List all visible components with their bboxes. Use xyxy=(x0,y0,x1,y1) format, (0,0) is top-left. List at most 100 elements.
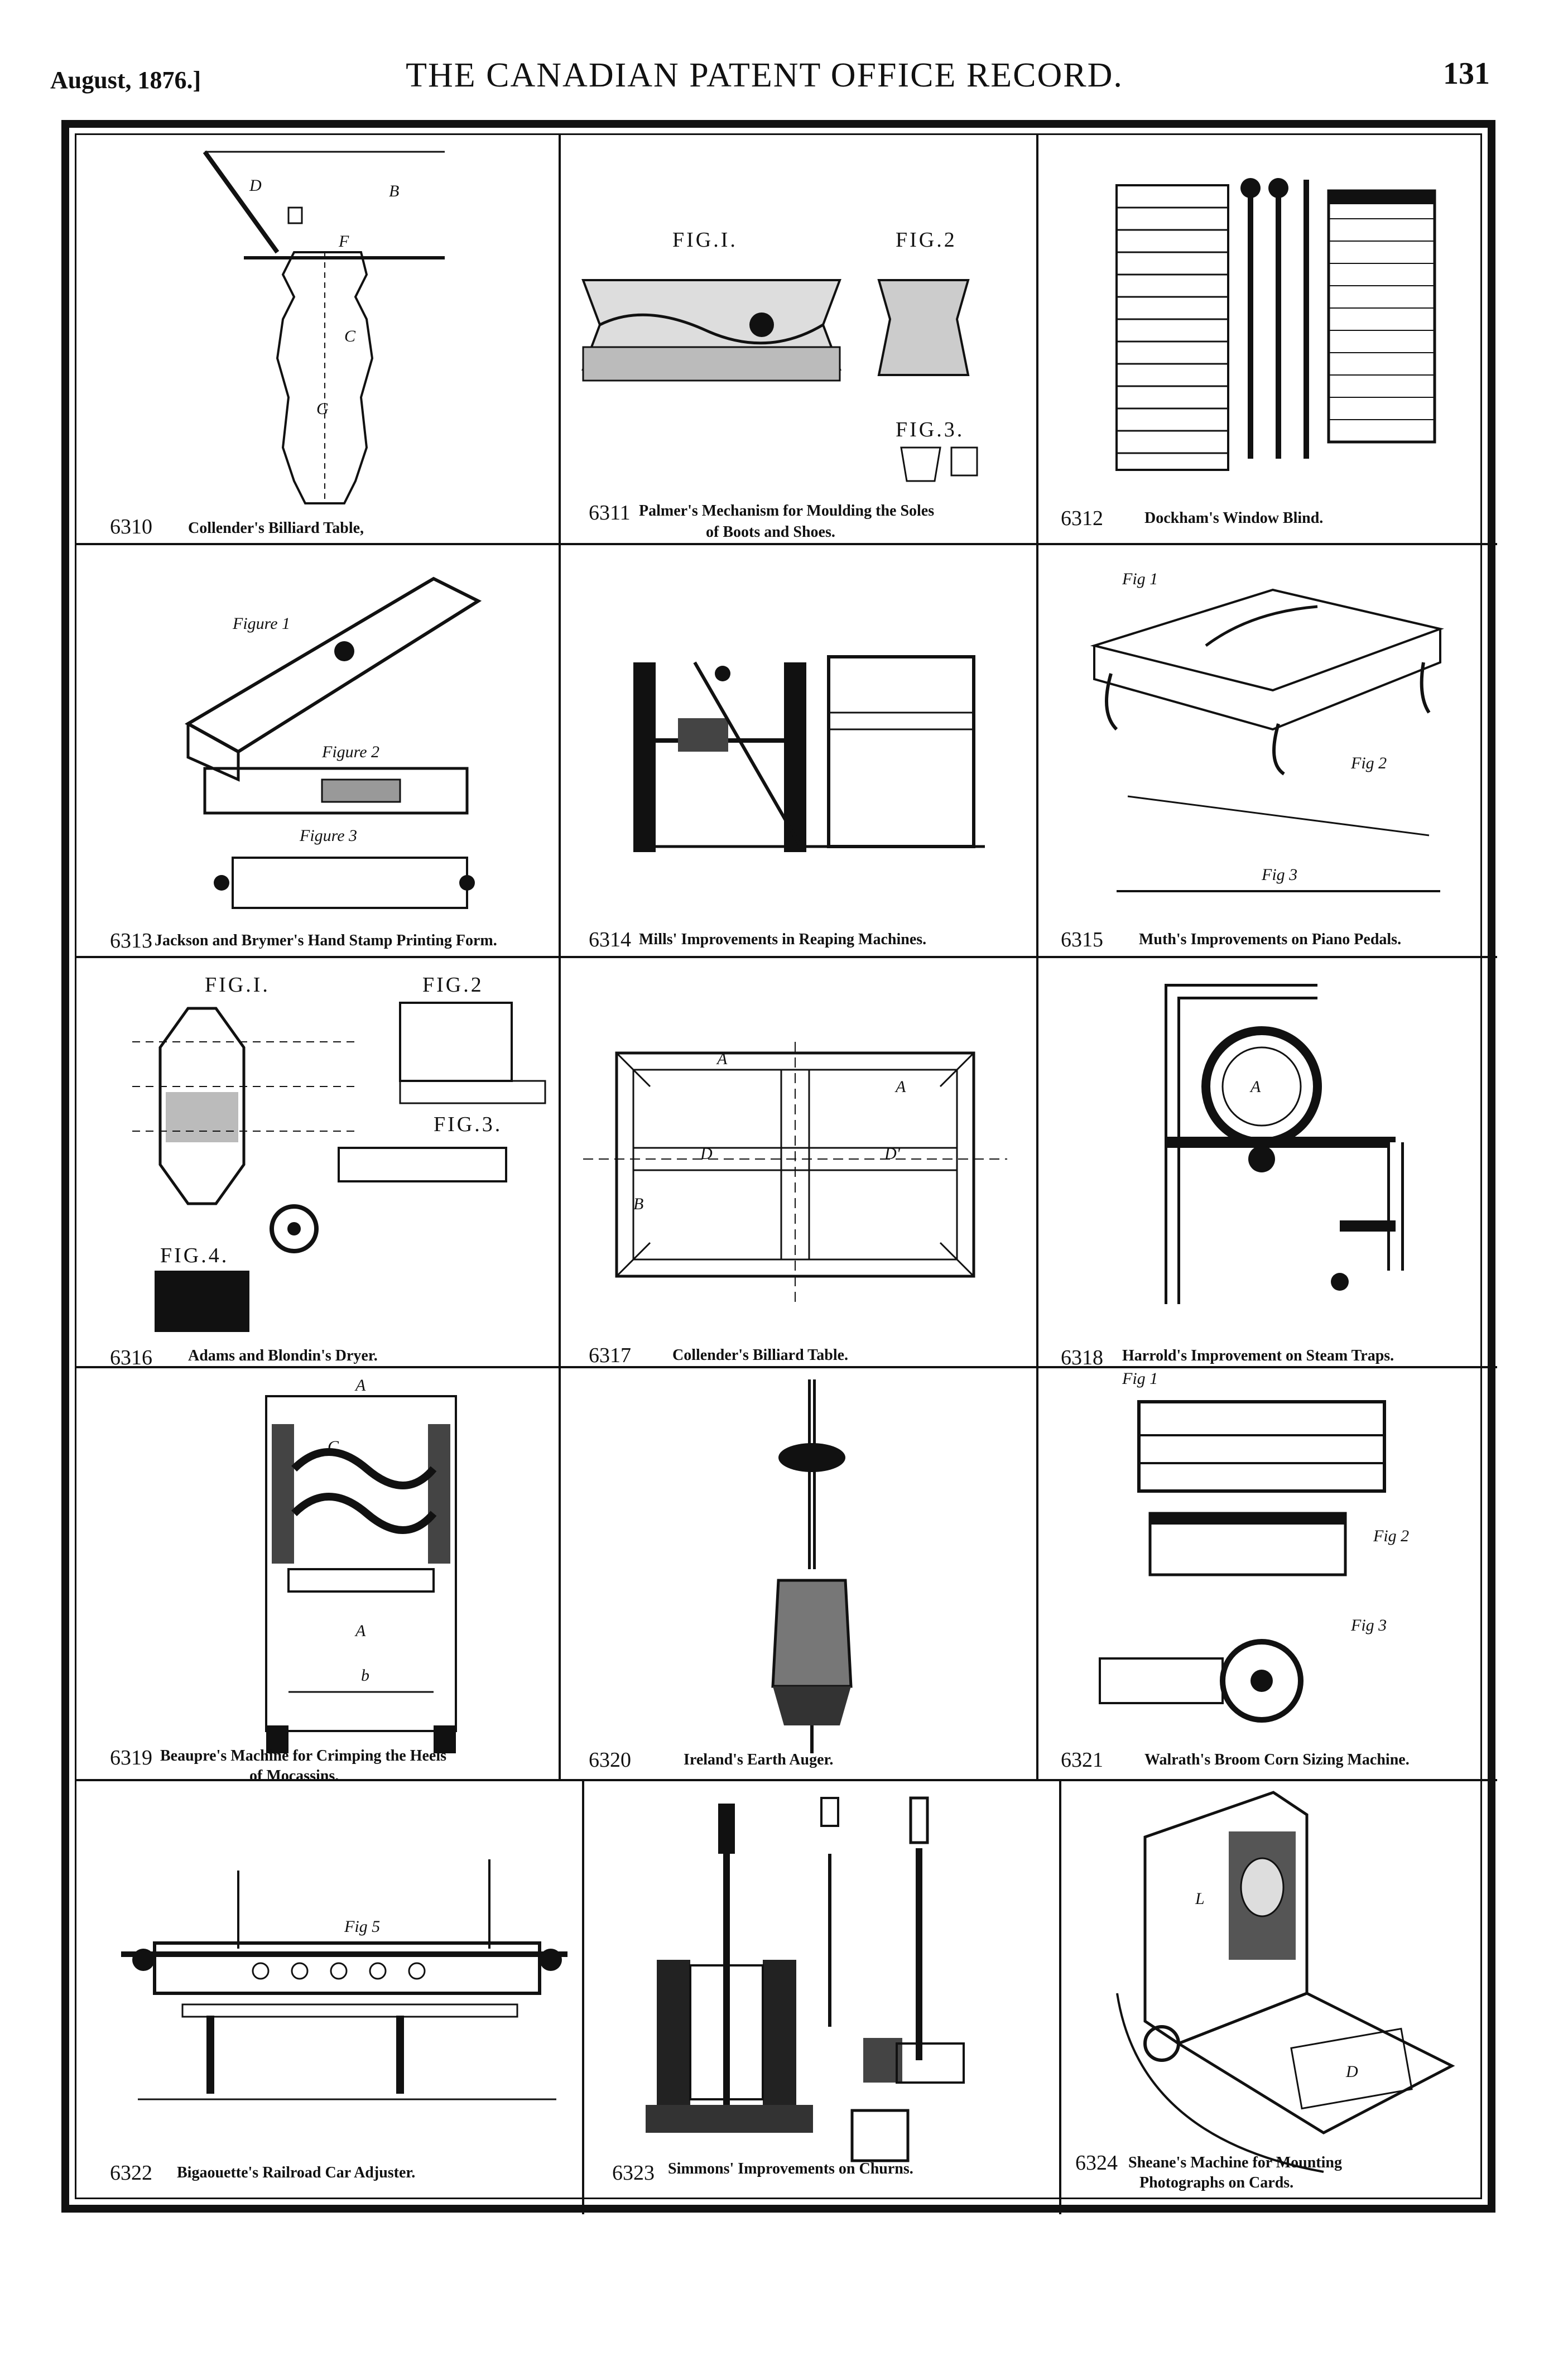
piano-pedal-figure: Fig 1 Fig 2 Fig 3 xyxy=(1090,570,1444,892)
patent-cell-6323: 6323 Simmons' Improvements on Churns. xyxy=(584,1781,1061,2214)
patent-number: 6323 xyxy=(612,2161,655,2185)
fig-label: Fig 3 xyxy=(1350,1616,1387,1634)
patent-cell-6317: A A B D D' 6317 Collender's Billiard Tab… xyxy=(561,958,1038,1368)
patent-cell-6319: A A b C 6319 Beaupre's Machine for Crimp… xyxy=(76,1368,561,1781)
patent-cell-6322: Fig 5 6322 Bigaouette's Railroad Car Adj… xyxy=(76,1781,584,2214)
patent-number: 6315 xyxy=(1061,928,1103,951)
churn-figure xyxy=(646,1796,965,2162)
fig-label: Figure 3 xyxy=(299,826,357,845)
patent-caption: Adams and Blondin's Dryer. xyxy=(188,1347,378,1364)
patent-number: 6317 xyxy=(589,1344,631,1367)
patent-caption: Walrath's Broom Corn Sizing Machine. xyxy=(1144,1751,1410,1768)
fig-label: FIG.2 xyxy=(896,228,957,252)
earth-auger-figure xyxy=(771,1379,853,1753)
svg-text:C: C xyxy=(344,327,356,345)
svg-text:D': D' xyxy=(884,1145,901,1163)
fig-label: Fig 3 xyxy=(1261,866,1297,884)
svg-text:B: B xyxy=(389,182,399,200)
patent-number: 6322 xyxy=(110,2161,152,2185)
patent-cell-6313: Figure 1 Figure 2 Figure 3 6313 Jackson … xyxy=(76,545,561,958)
patent-number: 6312 xyxy=(1061,507,1103,530)
patent-cell-6315: Fig 1 Fig 2 Fig 3 6315 Muth's Improvemen… xyxy=(1038,545,1497,958)
issue-date: August, 1876.] xyxy=(50,66,201,94)
fig-label: Fig 2 xyxy=(1373,1527,1409,1545)
svg-text:A: A xyxy=(354,1622,366,1640)
fig-label: FIG.2 xyxy=(422,973,484,997)
sole-moulding-figure: FIG.I. FIG.2 FIG.3. xyxy=(581,228,978,482)
svg-text:G: G xyxy=(316,400,329,418)
patent-cell-6314: 6314 Mills' Improvements in Reaping Mach… xyxy=(561,545,1038,958)
photograph-mounting-figure: D L xyxy=(1116,1791,1455,2173)
page-number: 131 xyxy=(1443,56,1490,91)
patent-cell-6310: D B F C G 6310 Collender's Billiard Tabl… xyxy=(76,135,561,545)
patent-cell-6312: 6312 Dockham's Window Blind. xyxy=(1038,135,1497,545)
svg-text:D: D xyxy=(249,176,262,195)
patent-cell-6316: FIG.I. FIG.2 FIG.3. FIG.4. 6316 Adams an… xyxy=(76,958,561,1368)
patent-caption: Collender's Billiard Table, xyxy=(188,520,364,537)
billiard-table-frame-figure: A A B D D' xyxy=(583,1042,1007,1304)
publication-title: THE CANADIAN PATENT OFFICE RECORD. xyxy=(406,56,1123,94)
svg-text:D: D xyxy=(1345,2062,1358,2081)
patent-caption: Ireland's Earth Auger. xyxy=(684,1751,834,1768)
patent-caption: Simmons' Improvements on Churns. xyxy=(668,2160,913,2177)
dryer-figure: FIG.I. FIG.2 FIG.3. FIG.4. xyxy=(132,973,546,1332)
svg-text:D: D xyxy=(700,1145,713,1163)
patent-number: 6320 xyxy=(589,1748,631,1772)
fig-label: FIG.3. xyxy=(896,418,964,441)
patent-number: 6318 xyxy=(1061,1346,1103,1368)
patent-caption: Palmer's Mechanism for Moulding the Sole… xyxy=(639,502,935,520)
patent-caption-line2: of Mocassins. xyxy=(249,1767,339,1781)
svg-text:F: F xyxy=(338,232,349,251)
svg-text:A: A xyxy=(354,1376,366,1395)
svg-text:L: L xyxy=(1195,1889,1205,1908)
fig-label: FIG.I. xyxy=(672,228,738,252)
patent-cell-6318: A 6318 Harrold's Improvement on Steam Tr… xyxy=(1038,958,1497,1368)
window-blind-figure xyxy=(1115,178,1436,471)
plate-grid: D B F C G 6310 Collender's Billiard Tabl… xyxy=(75,133,1497,2214)
broom-corn-sizing-figure: Fig 1 Fig 2 Fig 3 xyxy=(1099,1369,1409,1723)
patent-number: 6313 xyxy=(110,929,152,953)
patent-caption: Bigaouette's Railroad Car Adjuster. xyxy=(177,2164,416,2181)
patent-caption-line2: Photographs on Cards. xyxy=(1139,2174,1294,2191)
fig-label: Fig 5 xyxy=(344,1917,380,1936)
svg-text:b: b xyxy=(361,1666,369,1685)
fig-label: Fig 1 xyxy=(1122,1369,1158,1388)
patent-number: 6316 xyxy=(110,1346,152,1368)
patent-number: 6319 xyxy=(110,1746,152,1770)
patent-caption: Collender's Billiard Table. xyxy=(672,1347,849,1364)
page-header: August, 1876.] THE CANADIAN PATENT OFFIC… xyxy=(45,50,1490,100)
patent-caption: Beaupre's Machine for Crimping the Heels xyxy=(160,1747,447,1764)
fig-label: FIG.4. xyxy=(160,1244,229,1267)
fig-label: Figure 2 xyxy=(321,743,379,761)
patent-caption: Muth's Improvements on Piano Pedals. xyxy=(1139,931,1402,948)
patent-caption: Dockham's Window Blind. xyxy=(1144,509,1324,527)
fig-label: FIG.I. xyxy=(205,973,270,997)
patent-caption-line2: of Boots and Shoes. xyxy=(706,523,835,541)
svg-text:A: A xyxy=(1249,1078,1261,1096)
reaping-machine-figure xyxy=(633,655,985,852)
patent-number: 6310 xyxy=(110,515,152,538)
patent-cell-6320: 6320 Ireland's Earth Auger. xyxy=(561,1368,1038,1781)
plate-frame: D B F C G 6310 Collender's Billiard Tabl… xyxy=(61,120,1497,2214)
patent-number: 6324 xyxy=(1075,2151,1118,2175)
billiard-table-leg-figure: D B F C G xyxy=(203,150,445,504)
svg-text:A: A xyxy=(894,1078,906,1096)
steam-trap-figure: A xyxy=(1165,984,1404,1304)
patent-cell-6324: D L 6324 Sheane's Machine for Mounting P… xyxy=(1061,1781,1497,2214)
patent-cell-6311: FIG.I. FIG.2 FIG.3. 6311 Palmer's Mechan… xyxy=(561,135,1038,545)
patent-number: 6311 xyxy=(589,501,631,525)
fig-label: Fig 2 xyxy=(1350,754,1387,772)
patent-caption: Sheane's Machine for Mounting xyxy=(1128,2154,1342,2171)
patent-number: 6321 xyxy=(1061,1748,1103,1772)
fig-label: Figure 1 xyxy=(232,614,290,633)
svg-text:C: C xyxy=(328,1437,339,1456)
svg-text:B: B xyxy=(633,1195,643,1213)
crimping-machine-figure: A A b C xyxy=(265,1376,457,1753)
patent-number: 6314 xyxy=(589,928,631,951)
patent-cell-6321: Fig 1 Fig 2 Fig 3 6321 Walrath's Broom C… xyxy=(1038,1368,1497,1781)
hand-stamp-figure: Figure 1 Figure 2 Figure 3 xyxy=(184,576,482,909)
patent-caption: Jackson and Brymer's Hand Stamp Printing… xyxy=(155,932,497,949)
railroad-car-adjuster-figure: Fig 5 xyxy=(121,1859,567,2100)
patent-caption: Harrold's Improvement on Steam Traps. xyxy=(1122,1347,1394,1364)
fig-label: FIG.3. xyxy=(434,1113,502,1136)
